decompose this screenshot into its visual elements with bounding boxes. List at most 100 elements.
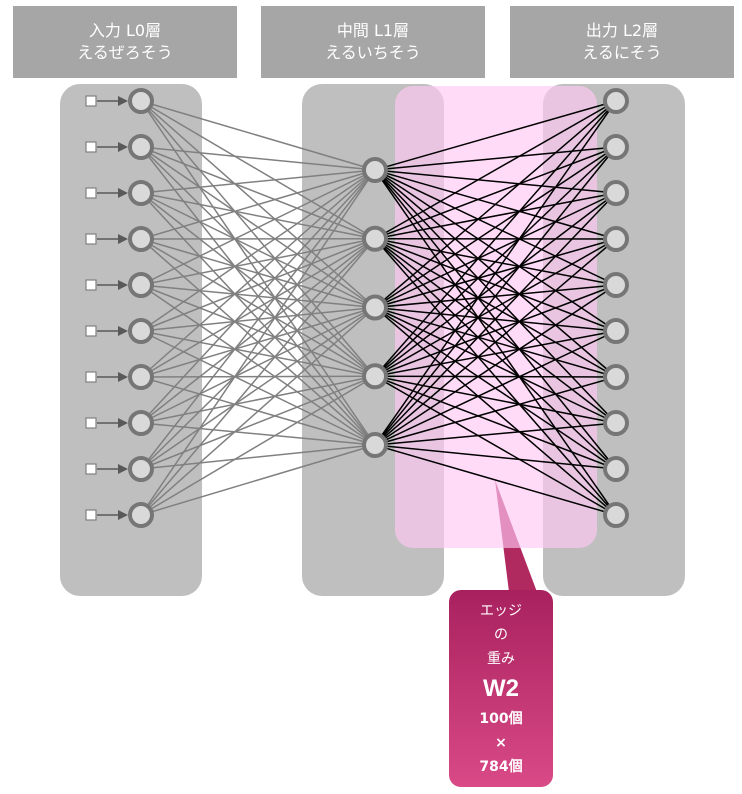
edge-l1-l2 bbox=[374, 100, 617, 309]
callout-weight-label: 重み bbox=[487, 650, 515, 667]
neuron-l1 bbox=[362, 294, 388, 321]
w2-callout: エッジ の 重み W2 100個 × 784個 bbox=[449, 590, 553, 787]
edge-l0-l1 bbox=[140, 169, 376, 240]
edge-l1-l2 bbox=[374, 146, 617, 377]
edge-l1-l2 bbox=[374, 444, 617, 470]
input-square bbox=[85, 509, 97, 521]
neuron-l0 bbox=[128, 364, 154, 390]
edge-l0-l1 bbox=[140, 169, 376, 286]
header-l1: 中間 L1層 えるいちそう bbox=[261, 6, 485, 78]
edge-l1-l2 bbox=[374, 192, 617, 377]
neuron-l1 bbox=[362, 432, 388, 458]
edge-l0-l1 bbox=[140, 169, 376, 378]
edge-l0-l1 bbox=[140, 169, 376, 424]
edge-l0-l1 bbox=[140, 146, 376, 240]
edge-l1-l2 bbox=[374, 330, 617, 446]
header-l2: 出力 L2層 えるにそう bbox=[510, 6, 734, 78]
neuron-l2 bbox=[603, 410, 629, 436]
edge-l0-l1 bbox=[140, 100, 376, 240]
input-arrow-head bbox=[118, 418, 128, 428]
edge-l1-l2 bbox=[374, 284, 617, 446]
edge-l0-l1 bbox=[140, 169, 376, 470]
edge-l0-l1 bbox=[140, 169, 376, 332]
nodes bbox=[128, 88, 629, 528]
input-arrow-head bbox=[118, 234, 128, 244]
input-arrow-head bbox=[118, 464, 128, 474]
edges-l0-l1 bbox=[140, 100, 376, 516]
neuron-l1 bbox=[362, 225, 388, 252]
edge-l0-l1 bbox=[140, 192, 376, 240]
neuron-l2 bbox=[603, 180, 629, 206]
input-square bbox=[85, 463, 97, 475]
neuron-l2 bbox=[603, 456, 629, 482]
callout-times-label: × bbox=[495, 734, 507, 751]
edge-l0-l1 bbox=[140, 444, 376, 516]
edge-l1-l2 bbox=[374, 146, 617, 240]
input-arrow-head bbox=[118, 326, 128, 336]
edge-l1-l2 bbox=[374, 146, 617, 446]
neuron-l0 bbox=[128, 410, 154, 436]
neuron-l2 bbox=[603, 272, 629, 298]
edge-l1-l2 bbox=[374, 238, 617, 446]
edge-l1-l2 bbox=[374, 100, 617, 171]
neuron-l0 bbox=[128, 318, 154, 344]
callout-w2-label: W2 bbox=[483, 674, 519, 702]
edges-l1-l2 bbox=[374, 100, 617, 516]
callout-edge-label: エッジ bbox=[480, 602, 522, 619]
neuron-l0 bbox=[128, 226, 154, 252]
header-l2-reading: えるにそう bbox=[582, 43, 662, 62]
neuron-l0 bbox=[128, 272, 154, 298]
neuron-l0 bbox=[128, 88, 154, 114]
edge-l1-l2 bbox=[374, 100, 617, 446]
edge-l0-l1 bbox=[140, 238, 376, 470]
edge-l0-l1 bbox=[140, 238, 376, 332]
input-arrow-head bbox=[118, 188, 128, 198]
neuron-l0 bbox=[128, 180, 154, 206]
neuron-l1 bbox=[362, 157, 388, 183]
edge-l1-l2 bbox=[374, 444, 617, 516]
header-l0-title: 入力 L0層 bbox=[88, 21, 162, 40]
input-arrow-head bbox=[118, 142, 128, 152]
neuron-l2 bbox=[603, 134, 629, 160]
input-arrow-head bbox=[118, 372, 128, 382]
callout-no-label: の bbox=[494, 626, 508, 643]
edge-l0-l1 bbox=[140, 306, 376, 516]
header-l1-reading: えるいちそう bbox=[325, 43, 421, 62]
input-arrow-head bbox=[118, 280, 128, 290]
edge-l1-l2 bbox=[374, 192, 617, 446]
edge-l1-l2 bbox=[374, 375, 617, 516]
edge-l0-l1 bbox=[140, 100, 376, 171]
callout-cols-label: 784個 bbox=[479, 758, 523, 775]
neuron-l2 bbox=[603, 226, 629, 252]
edge-l0-l1 bbox=[140, 238, 376, 424]
neuron-l1 bbox=[362, 363, 388, 390]
neuron-l2 bbox=[603, 318, 629, 344]
edge-l0-l1 bbox=[140, 422, 376, 446]
callout-rows-label: 100個 bbox=[479, 710, 523, 727]
edge-l1-l2 bbox=[374, 238, 617, 377]
edge-l0-l1 bbox=[140, 169, 376, 194]
edge-l0-l1 bbox=[140, 444, 376, 470]
input-square bbox=[85, 187, 97, 199]
edge-l1-l2 bbox=[374, 169, 617, 194]
edge-l1-l2 bbox=[374, 146, 617, 171]
edge-l1-l2 bbox=[374, 330, 617, 377]
edge-l1-l2 bbox=[374, 376, 617, 446]
edge-l0-l1 bbox=[140, 146, 376, 171]
edge-l1-l2 bbox=[374, 192, 617, 240]
input-square bbox=[85, 95, 97, 107]
edge-l0-l1 bbox=[140, 375, 376, 470]
input-square bbox=[85, 371, 97, 383]
edge-l1-l2 bbox=[374, 375, 617, 424]
edge-l1-l2 bbox=[374, 284, 617, 377]
edge-l1-l2 bbox=[374, 375, 617, 378]
neuron-l0 bbox=[128, 502, 154, 528]
edge-l1-l2 bbox=[374, 100, 617, 240]
header-l0: 入力 L0層 えるぜろそう bbox=[13, 6, 237, 78]
edge-l1-l2 bbox=[374, 422, 617, 446]
neuron-l0 bbox=[128, 134, 154, 160]
edge-l0-l1 bbox=[140, 375, 376, 516]
edge-l0-l1 bbox=[140, 306, 376, 470]
input-square bbox=[85, 325, 97, 337]
